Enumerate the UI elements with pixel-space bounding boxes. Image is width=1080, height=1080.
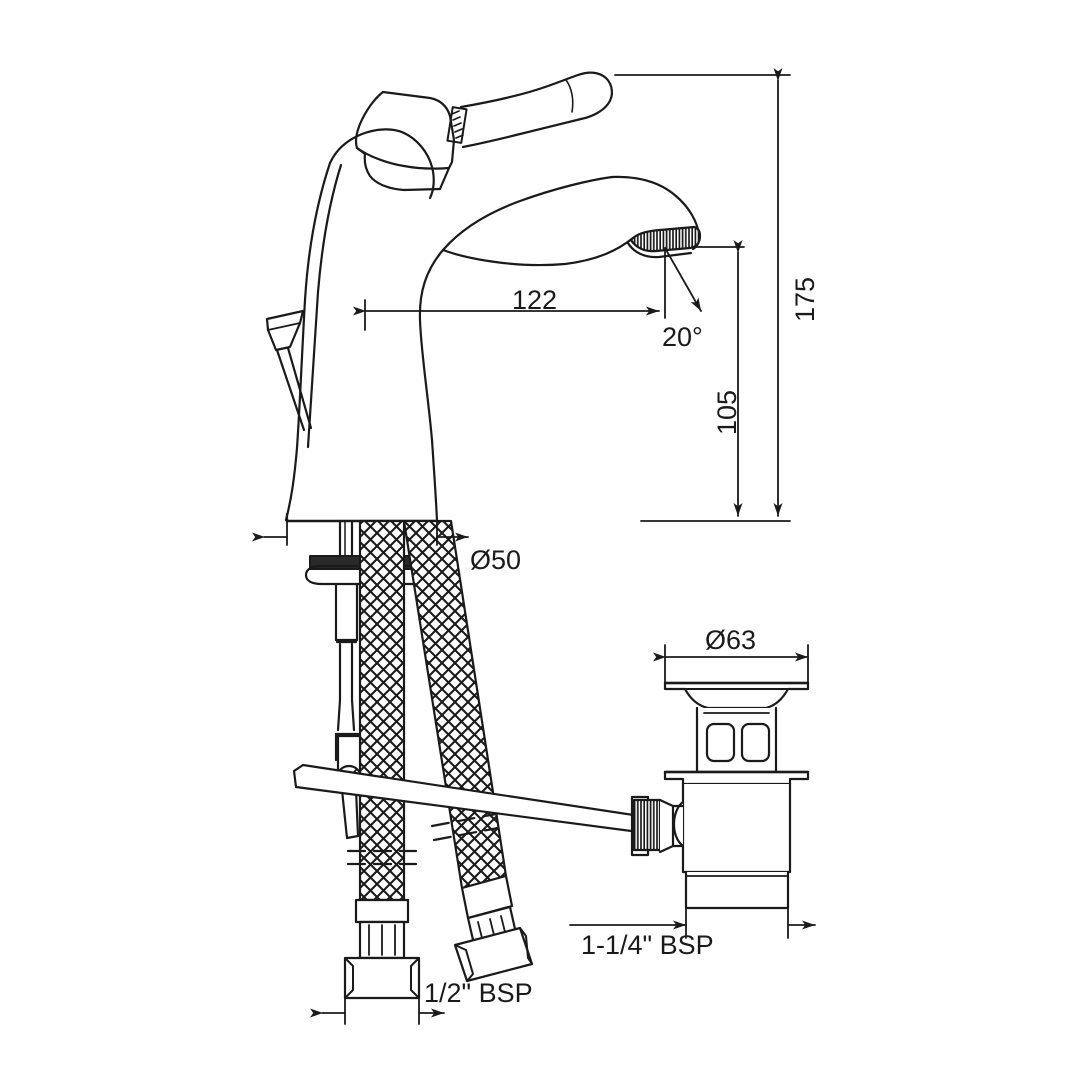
knurled-cap[interactable] [630, 795, 685, 857]
dim-label-inlet-thread: 1/2" BSP [424, 978, 533, 1008]
dim-spout-angle [664, 247, 702, 319]
braided-supply-hose-right [402, 519, 534, 983]
dim-overall-height [614, 68, 791, 517]
dim-label-waste-flange-diameter: Ø63 [705, 625, 757, 655]
faucet-body [284, 128, 701, 523]
waste-body [663, 706, 810, 874]
dim-label-spout-height: 105 [712, 389, 742, 435]
dim-waste-flange-diameter [653, 644, 809, 689]
hose-nut-left [343, 920, 421, 1000]
dim-label-spout-reach: 122 [512, 285, 558, 315]
waste-flange [663, 681, 810, 710]
dim-label-waste-thread: 1-1/4" BSP [581, 930, 714, 960]
waste-outlet-tailpiece [684, 870, 790, 910]
dim-label-overall-height: 175 [790, 276, 820, 322]
dim-spout-reach [353, 299, 660, 331]
dim-waste-thread [569, 907, 816, 939]
dim-inlet-thread [310, 997, 445, 1025]
dim-label-base-diameter: Ø50 [470, 545, 522, 575]
dim-spout-height [640, 240, 791, 522]
braided-supply-hose-left [343, 519, 421, 1000]
lever-handle[interactable] [354, 71, 613, 192]
hose-nut-right [453, 905, 534, 983]
dim-base-diameter [252, 520, 469, 546]
dim-label-spout-angle: 20° [662, 322, 703, 352]
aerator [626, 225, 702, 259]
lift-rod-knob[interactable] [265, 309, 313, 432]
